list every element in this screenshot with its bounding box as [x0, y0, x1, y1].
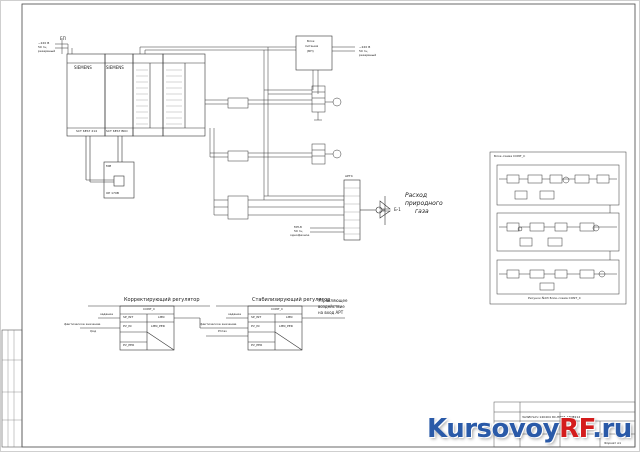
siemens-label-2: SIEMENS: [106, 65, 124, 70]
block-pvper-1: PV_PER: [123, 343, 135, 347]
module-2-name: SCT 6ES7 BKO: [106, 129, 128, 133]
block-lmn-1: LMN: [158, 315, 165, 319]
drawing-frame: [21, 3, 636, 448]
actual-value-2: фактическое значение: [200, 322, 237, 326]
block-pv-2: PV_IN: [251, 324, 260, 328]
block-pvper-2: PV_PER: [251, 343, 263, 347]
sensor-signal-2: 50 гц: [294, 229, 303, 233]
block-lmn-2: LMN: [286, 315, 293, 319]
side-stamp: [1, 329, 23, 448]
sensor-signal-3: однофазное: [290, 233, 310, 237]
actuator-label: АРТ4: [345, 174, 353, 178]
output-label-3: на вход АРТ: [318, 310, 344, 315]
power-out-sub2: резервный: [359, 53, 377, 57]
setpoint-label-1: задание: [100, 312, 114, 316]
power-out-label: ~220 В: [359, 45, 371, 49]
block-pv-1: PV_IN: [123, 324, 132, 328]
site-watermark: KursovoyRF.ru: [427, 414, 632, 444]
operator-panel: [85, 136, 135, 199]
watermark-left: Kursovoy: [427, 414, 560, 444]
power-in-sub1: 50 гц: [38, 45, 47, 49]
setpoint-label-2: задание: [228, 312, 242, 316]
watermark-tail: .ru: [592, 414, 632, 444]
actuator-wiring: [213, 128, 344, 233]
plc-rack: [66, 53, 206, 137]
power-unit-label-1: Блок: [307, 39, 315, 43]
flow-label-1: Расход: [405, 192, 427, 199]
block-cont-1: CONT_C: [143, 307, 156, 311]
regulator-block-1: [80, 305, 248, 351]
sensor-signal-1: МП-8: [294, 225, 302, 229]
module-1-name: SCT 6ES7 214: [76, 129, 98, 133]
flow-label-3: газа: [415, 208, 429, 215]
inset-title: Блок-схема CONT_C: [494, 154, 526, 158]
power-unit-box: [295, 35, 333, 71]
sheet-number: Формат А1: [604, 441, 622, 445]
regulator-1-title: Корректирующий регулятор: [124, 297, 200, 303]
pp-label: БП: [60, 36, 66, 41]
operator-panel-top: MPI: [106, 164, 112, 168]
plc-io-terminals: [136, 69, 182, 125]
title-block: [493, 401, 636, 448]
block-lmnper-2: LMN_PER: [279, 324, 293, 328]
power-unit-label-3: (БП): [307, 49, 314, 53]
block-sp-2: SP_INT: [251, 315, 262, 319]
block-cont-2: CONT_C: [271, 307, 284, 311]
regulator-2-title: Стабилизирующий регулятор: [252, 297, 331, 303]
power-unit-label-2: питания: [305, 44, 319, 48]
output-label-2: воздействие: [318, 304, 345, 309]
power-in-sub2: резервный: [38, 49, 56, 53]
power-out-sub1: 50 гц: [359, 49, 368, 53]
actual-value-1: фактическое значение: [64, 322, 101, 326]
block-lmnper-1: LMN_PER: [151, 324, 165, 328]
power-input-wiring: [55, 40, 73, 54]
watermark-right: RF: [559, 414, 593, 444]
operator-panel-label: OP 170B: [106, 191, 119, 195]
valve-label: Б-1: [394, 207, 401, 212]
title-block-text: ЗАЗИСЧАЧ 140404 ЯС-НЕПЗ-АЗИЕ214: [522, 415, 581, 419]
inset-diagram: [489, 151, 627, 305]
control-valve: [360, 196, 391, 225]
power-in-label: ~220 В: [38, 41, 50, 45]
siemens-label-1: SIEMENS: [74, 65, 92, 70]
actual-value-2b: Рпгаз: [218, 329, 227, 333]
flow-label-2: природного: [405, 200, 443, 207]
output-label-1: Управляющее: [318, 298, 348, 303]
sensor-group-1: [205, 85, 342, 121]
inset-caption: Рисунок №03 Блок-схема CONT_C: [528, 296, 581, 300]
plc-output-bus: [139, 46, 312, 200]
block-sp-1: SP_INT: [123, 315, 134, 319]
actual-value-1b: Qкд: [90, 329, 97, 333]
sensor-group-2: [209, 128, 342, 165]
